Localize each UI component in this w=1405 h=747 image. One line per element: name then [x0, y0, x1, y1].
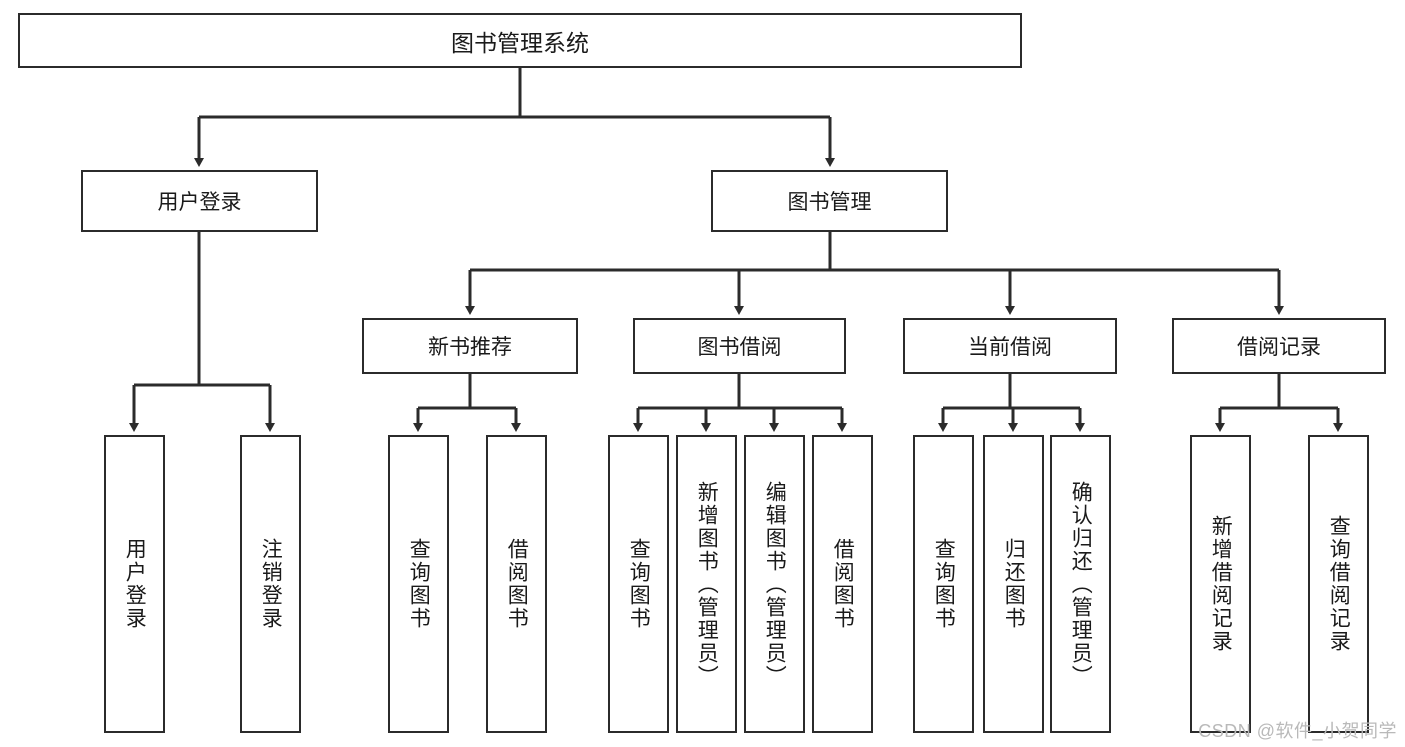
leaf-borrow-do-borrow[interactable]: 借阅图书 [812, 435, 873, 733]
node-borrow-record[interactable]: 借阅记录 [1172, 318, 1386, 374]
watermark-text: CSDN @软件_小贺同学 [1198, 721, 1397, 741]
leaf-cur-return-book-label: 归还图书 [1002, 538, 1026, 630]
node-root-label: 图书管理系统 [451, 29, 589, 56]
node-user-login-label: 用户登录 [157, 191, 242, 214]
node-book-manage-label: 图书管理 [787, 191, 872, 214]
leaf-cur-confirm-return[interactable]: 确认归还（管理员） [1050, 435, 1111, 733]
leaf-borrow-add-book-label: 新增图书（管理员） [695, 480, 719, 688]
leaf-borrow-add-book[interactable]: 新增图书（管理员） [676, 435, 737, 733]
node-root[interactable]: 图书管理系统 [18, 13, 1022, 68]
leaf-borrow-query-book-label: 查询图书 [627, 538, 651, 630]
node-user-login[interactable]: 用户登录 [81, 170, 318, 232]
leaf-borrow-edit-book-label: 编辑图书（管理员） [763, 480, 787, 688]
leaf-rec-query-book[interactable]: 查询图书 [388, 435, 449, 733]
leaf-rec-add-record[interactable]: 新增借阅记录 [1190, 435, 1251, 733]
leaf-borrow-query-book[interactable]: 查询图书 [608, 435, 669, 733]
leaf-user-login-do-label: 用户登录 [123, 538, 147, 630]
node-current-borrow-label: 当前借阅 [968, 336, 1052, 359]
node-new-book-rec[interactable]: 新书推荐 [362, 318, 578, 374]
leaf-user-logout-label: 注销登录 [259, 538, 283, 630]
node-current-borrow[interactable]: 当前借阅 [903, 318, 1117, 374]
node-book-borrow[interactable]: 图书借阅 [633, 318, 846, 374]
leaf-borrow-do-borrow-label: 借阅图书 [831, 538, 855, 630]
node-book-borrow-label: 图书借阅 [697, 336, 782, 359]
leaf-cur-query-book[interactable]: 查询图书 [913, 435, 974, 733]
leaf-rec-query-book-label: 查询图书 [407, 538, 431, 630]
leaf-cur-query-book-label: 查询图书 [932, 538, 956, 630]
leaf-borrow-edit-book[interactable]: 编辑图书（管理员） [744, 435, 805, 733]
node-borrow-record-label: 借阅记录 [1237, 336, 1321, 359]
leaf-user-logout[interactable]: 注销登录 [240, 435, 301, 733]
leaf-cur-return-book[interactable]: 归还图书 [983, 435, 1044, 733]
leaf-rec-borrow-book-label: 借阅图书 [505, 538, 529, 630]
leaf-rec-query-record[interactable]: 查询借阅记录 [1308, 435, 1369, 733]
node-book-manage[interactable]: 图书管理 [711, 170, 948, 232]
leaf-rec-borrow-book[interactable]: 借阅图书 [486, 435, 547, 733]
leaf-user-login-do[interactable]: 用户登录 [104, 435, 165, 733]
leaf-rec-query-record-label: 查询借阅记录 [1327, 515, 1351, 653]
node-new-book-rec-label: 新书推荐 [428, 336, 512, 359]
leaf-cur-confirm-return-label: 确认归还（管理员） [1069, 480, 1093, 688]
leaf-rec-add-record-label: 新增借阅记录 [1209, 515, 1233, 653]
